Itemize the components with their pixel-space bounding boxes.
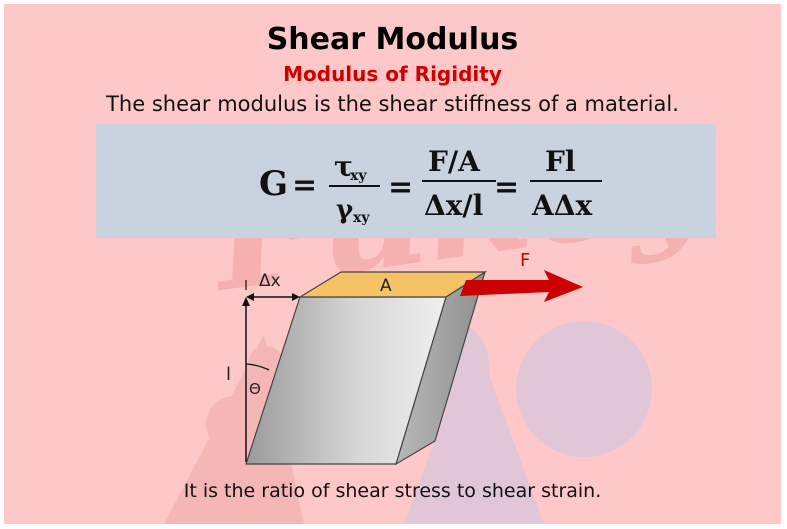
formula-eq-2: = — [388, 170, 413, 205]
length-label: l — [226, 364, 231, 385]
formula-gamma-sub: xy — [353, 210, 370, 226]
description: The shear modulus is the shear stiffness… — [106, 92, 679, 116]
formula-lhs: G — [259, 164, 288, 204]
formula-eq-3: = — [494, 170, 519, 205]
page-subtitle: Modulus of Rigidity — [283, 62, 502, 86]
formula-f3-num: Fl — [545, 145, 576, 178]
force-label: F — [520, 250, 530, 271]
formula-f2-den: Δx/l — [424, 189, 483, 222]
formula: G = τ xy γ xy = F/A Δx/l = Fl AΔx — [259, 145, 602, 226]
watermark-wedge — [404, 334, 544, 524]
page-title: Shear Modulus — [266, 22, 519, 57]
watermark-circle-large — [516, 321, 652, 457]
angle-arc — [245, 363, 270, 371]
shear-diagram: F A Δx l Θ — [226, 250, 583, 466]
caption: It is the ratio of shear stress to shear… — [183, 480, 602, 502]
slide: Fukey Shear Modulus Modulus of Rigidity … — [4, 4, 781, 524]
formula-box — [96, 124, 716, 238]
delta-x-arrow-right — [292, 293, 300, 301]
formula-eq-1: = — [292, 168, 317, 203]
formula-f2-num: F/A — [428, 145, 481, 178]
delta-x-arrow-left — [246, 293, 254, 301]
formula-gamma: γ — [336, 195, 354, 225]
formula-f3-den: AΔx — [531, 189, 592, 222]
formula-tau: τ — [334, 150, 353, 183]
delta-x-label: Δx — [259, 271, 281, 291]
watermark-figure — [164, 334, 304, 524]
angle-label: Θ — [249, 380, 261, 398]
formula-tau-sub: xy — [350, 168, 367, 184]
force-arrow — [460, 270, 583, 302]
area-label: A — [380, 276, 392, 296]
block-top-face — [297, 271, 488, 298]
length-arrow-top — [242, 297, 250, 306]
